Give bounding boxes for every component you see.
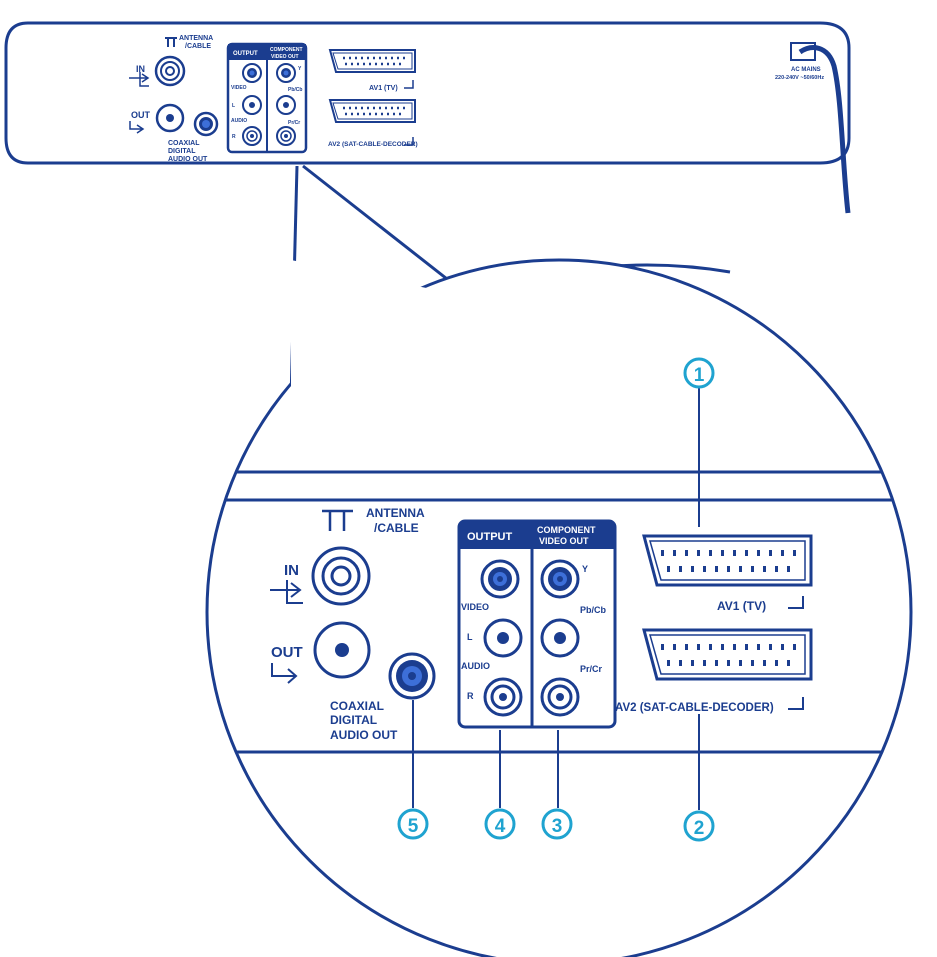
y-label: Y	[582, 564, 588, 574]
output-box: OUTPUT COMPONENT VIDEO OUT	[457, 519, 617, 729]
audio-label: AUDIO	[461, 661, 490, 671]
av1-label: AV1 (TV)	[717, 599, 766, 613]
output-header: OUTPUT	[467, 531, 513, 543]
antenna-in-jack	[311, 546, 371, 606]
av1-label-small: AV1 (TV)	[369, 85, 398, 92]
av2-label: AV2 (SAT-CABLE-DECODER)	[615, 702, 774, 714]
zoom-circle-mask	[291, 260, 470, 400]
coaxial-jack-small	[193, 111, 219, 137]
video-label-small: VIDEO	[231, 85, 247, 91]
callout-3-number: 3	[552, 816, 563, 837]
out-label: OUT	[271, 644, 303, 661]
callout-5-number: 5	[408, 816, 419, 837]
in-label: IN	[284, 562, 299, 579]
rear-panel-overview: ANTENNA /CABLE IN OUT COAXIAL DIGITAL AU…	[4, 21, 851, 214]
out-arrow-icon-small	[129, 121, 145, 134]
video-label: VIDEO	[461, 602, 489, 612]
coaxial-jack	[388, 652, 436, 700]
callout-4-number: 4	[495, 816, 506, 837]
in-label-small: IN	[136, 64, 145, 74]
antenna-out-jack-small	[155, 103, 185, 133]
callout-1: 1	[683, 357, 715, 389]
antenna-icon	[322, 509, 353, 531]
pr-label-small: Pr/Cr	[288, 120, 300, 126]
component-pr-jack	[540, 677, 580, 717]
coaxial-label-small-3: AUDIO OUT	[168, 156, 208, 163]
in-arrow-icon	[270, 580, 303, 604]
antenna-icon-small	[165, 37, 177, 47]
audio-label-small: AUDIO	[231, 118, 247, 124]
zoomed-panel	[207, 470, 900, 754]
antenna-label-small: ANTENNA	[179, 35, 213, 42]
audio-l-jack	[483, 618, 523, 658]
pb-label: Pb/Cb	[580, 605, 607, 615]
antenna-label: ANTENNA	[366, 506, 425, 520]
cable-label: /CABLE	[374, 521, 419, 535]
antenna-out-jack	[313, 621, 371, 679]
out-arrow-icon	[271, 663, 298, 684]
callout-2: 2	[683, 810, 715, 842]
pb-label-small: Pb/Cb	[288, 87, 302, 93]
coaxial-label-3: AUDIO OUT	[330, 728, 398, 742]
callout-4: 4	[484, 808, 516, 840]
in-arrow-icon-small	[129, 72, 150, 87]
component-header-2: VIDEO OUT	[539, 536, 589, 546]
component-header-small-2: VIDEO OUT	[271, 54, 299, 60]
ac-mains-label-2: 220-240V ~50/60Hz	[775, 75, 824, 81]
l-label-small: L	[232, 103, 235, 109]
coaxial-label-1: COAXIAL	[330, 699, 384, 713]
component-y-jack	[540, 559, 580, 599]
l-label: L	[467, 632, 473, 642]
coaxial-label-2: DIGITAL	[330, 713, 377, 727]
power-cord	[798, 45, 851, 214]
scart-av1-connector	[642, 534, 813, 587]
scart-av2-connector	[642, 628, 813, 681]
ac-mains-label-1: AC MAINS	[791, 67, 821, 73]
component-header-1: COMPONENT	[537, 525, 596, 535]
r-label-small: R	[232, 134, 236, 140]
pr-label: Pr/Cr	[580, 664, 603, 674]
antenna-in-jack-small	[154, 55, 186, 87]
scart-av2-small	[328, 99, 416, 123]
output-header-small: OUTPUT	[233, 51, 258, 57]
callout-5: 5	[397, 808, 429, 840]
output-box-small: OUTPUT COMPONENT VIDEO OUT VIDEO L AUDIO	[226, 42, 308, 154]
av2-label-small: AV2 (SAT-CABLE-DECODER)	[328, 141, 418, 148]
coaxial-label-small-2: DIGITAL	[168, 148, 196, 155]
callout-1-number: 1	[694, 365, 705, 386]
callout-2-number: 2	[694, 818, 705, 839]
audio-r-jack	[483, 677, 523, 717]
rear-panel-outline	[4, 21, 851, 165]
callout-leaders	[412, 388, 700, 810]
out-label-small: OUT	[131, 110, 151, 120]
scart-av1-small	[328, 49, 416, 73]
y-label-small: Y	[298, 66, 302, 72]
video-jack	[480, 559, 520, 599]
coaxial-label-small-1: COAXIAL	[168, 140, 200, 147]
component-header-small-1: COMPONENT	[270, 47, 303, 53]
callout-3: 3	[541, 808, 573, 840]
r-label: R	[467, 691, 474, 701]
component-pb-jack	[540, 618, 580, 658]
cable-label-small: /CABLE	[185, 43, 211, 50]
